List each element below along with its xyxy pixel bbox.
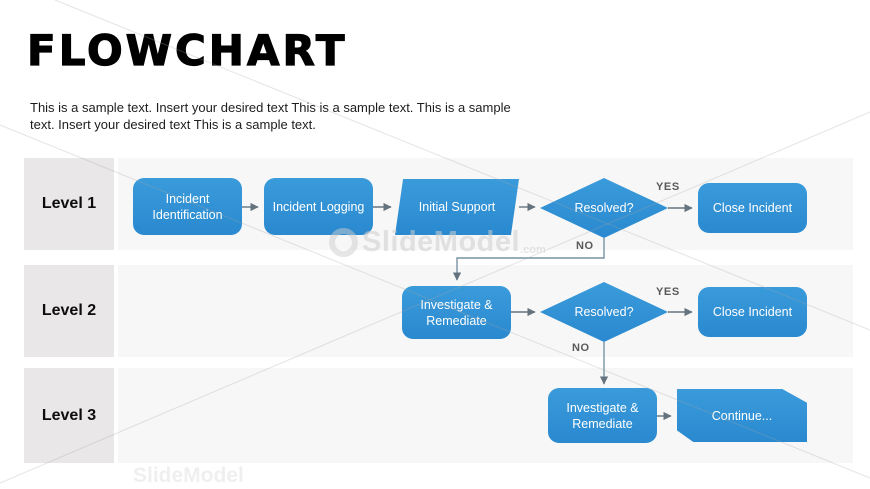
node-initial-support[interactable]: Initial Support — [395, 179, 519, 235]
node-label: Close Incident — [712, 201, 793, 215]
edge-label-no-1: NO — [576, 240, 594, 252]
node-close-incident-2[interactable]: Close Incident — [698, 287, 807, 337]
node-label: Continue... — [711, 408, 773, 423]
edge-label-yes-2: YES — [656, 286, 680, 298]
lane-label-level-1[interactable]: Level 1 — [24, 158, 114, 250]
subtitle-text: This is a sample text. Insert your desir… — [30, 100, 511, 132]
node-continue[interactable]: Continue... — [677, 389, 807, 442]
node-label: Incident Identification — [152, 191, 223, 222]
node-label: Investigate & Remediate — [420, 297, 493, 328]
node-label: Initial Support — [418, 200, 496, 214]
lane-level-3: Level 3 — [24, 368, 853, 463]
node-label: Resolved? — [574, 201, 634, 215]
edge-label-yes-1: YES — [656, 181, 680, 193]
node-investigate-remediate-2[interactable]: Investigate & Remediate — [548, 388, 657, 443]
lane-label-level-3[interactable]: Level 3 — [24, 368, 114, 463]
node-label: Resolved? — [574, 305, 634, 319]
node-incident-logging[interactable]: Incident Logging — [264, 178, 373, 235]
node-label: Incident Logging — [272, 199, 365, 214]
node-label: Investigate & Remediate — [566, 400, 639, 431]
node-close-incident-1[interactable]: Close Incident — [698, 183, 807, 233]
node-investigate-remediate-1[interactable]: Investigate & Remediate — [402, 286, 511, 339]
node-incident-identification[interactable]: Incident Identification — [133, 178, 242, 235]
lane-label-level-2[interactable]: Level 2 — [24, 265, 114, 357]
watermark-corner: SlideModel — [133, 464, 244, 487]
node-label: Close Incident — [712, 305, 793, 319]
page-title: FLOWCHART — [26, 25, 348, 75]
edge-label-no-2: NO — [572, 342, 590, 354]
